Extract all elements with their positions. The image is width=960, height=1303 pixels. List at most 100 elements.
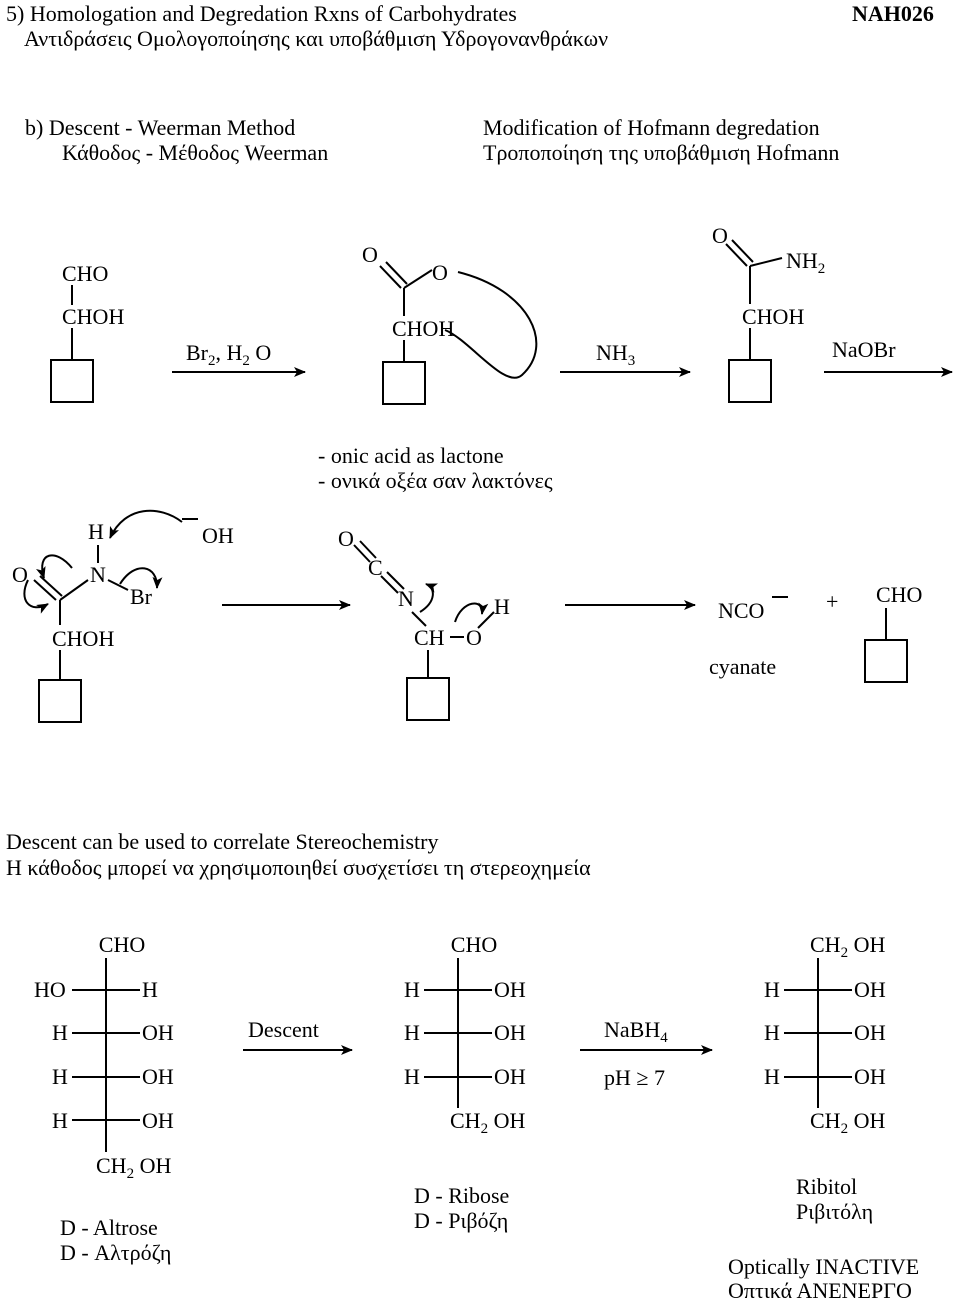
amide-nitrogen: NH2 (786, 248, 826, 278)
ring-box (406, 677, 450, 721)
amide-carbinol: CHOH (742, 304, 805, 329)
ribitol-c2-right: OH (854, 977, 886, 1002)
aldehyde-group: CHO (62, 261, 109, 286)
hydroxyl-oxygen: O (466, 625, 482, 650)
altrose-c5-right: OH (142, 1108, 174, 1133)
isocyanate-carbon: C (368, 555, 383, 580)
cyanate-ion: NCO (718, 598, 765, 623)
bond (411, 611, 427, 627)
ring-box (50, 359, 94, 403)
ring-box (38, 679, 82, 723)
lactone-carbinol: CHOH (392, 316, 455, 341)
carbonyl-oxygen: O (12, 562, 28, 587)
ribitol-name-english: Ribitol (796, 1174, 858, 1199)
stereo-note-greek: Η κάθοδος μπορεί να χρησιμοποιηθεί συσχε… (6, 855, 591, 880)
bond (386, 571, 405, 590)
bond (725, 243, 748, 267)
bond (379, 265, 402, 289)
carbinol-group-2: CHOH (52, 626, 115, 651)
optical-activity-greek: Οπτικά ΑΝΕΝΕΡΓΟ (728, 1278, 912, 1303)
ribose-name-english: D - Ribose (414, 1183, 510, 1208)
bond (33, 579, 57, 601)
ribitol-c2-left: H (764, 977, 780, 1002)
electron-arrow (109, 509, 183, 539)
plus-sign: + (826, 589, 839, 614)
bond (107, 579, 129, 591)
lactone-ring-arc (444, 271, 538, 379)
method-subtitle-english: Modification of Hofmann degredation (483, 115, 820, 140)
electron-arrow (23, 579, 49, 614)
electron-arrow (119, 567, 163, 589)
method-title-english: b) Descent - Weerman Method (25, 115, 296, 140)
bond (359, 540, 377, 559)
isocyanate-oxygen: O (338, 526, 354, 551)
reaction-condition-ph: pH ≥ 7 (604, 1065, 665, 1090)
lactone-carbonyl-oxygen: O (362, 242, 378, 267)
hydroxyl-hydrogen: H (494, 594, 510, 619)
reagent-sodium-borohydride: NaBH4 (604, 1017, 668, 1047)
amide-nitrogen-2: N (90, 562, 106, 587)
caption-greek: - ονικά οξέα σαν λακτόνες (318, 468, 553, 493)
reagent-sodium-hypobromite: NaOBr (832, 337, 896, 362)
isocyanate-nitrogen: N (398, 586, 414, 611)
bond (39, 575, 63, 597)
descent-label: Descent (248, 1017, 319, 1042)
ribose-c2-right: OH (494, 977, 526, 1002)
bond (749, 257, 783, 267)
method-title-greek: Κάθοδος - Μέθοδος Weerman (62, 140, 329, 165)
caption-english: - onic acid as lactone (318, 443, 504, 468)
ribitol-c3-left: H (764, 1020, 780, 1045)
altrose-primary-alcohol: CH2 OH (96, 1153, 172, 1183)
ribose-c2-left: H (404, 977, 420, 1002)
ribitol-name-greek: Ριβιτόλη (796, 1199, 874, 1224)
altrose-c5-left: H (52, 1108, 68, 1133)
bond (353, 544, 371, 563)
ribitol-c3-right: OH (854, 1020, 886, 1045)
ribose-primary-alcohol: CH2 OH (450, 1108, 526, 1138)
ribose-c4-right: OH (494, 1064, 526, 1089)
altrose-c4-right: OH (142, 1064, 174, 1089)
bond (403, 269, 433, 289)
methine-group: CH (414, 625, 445, 650)
ribose-c3-left: H (404, 1020, 420, 1045)
altrose-c2-right: H (142, 977, 158, 1002)
amide-oxygen: O (712, 223, 728, 248)
title-english: 5) Homologation and Degredation Rxns of … (6, 1, 517, 26)
title-greek: Αντιδράσεις Ομολογοποίησης και υποβάθμισ… (24, 26, 609, 51)
ribitol-c4-left: H (764, 1064, 780, 1089)
altrose-c3-right: OH (142, 1020, 174, 1045)
optical-activity-english: Optically INACTIVE (728, 1254, 920, 1279)
ribose-name-greek: D - Ριβόζη (414, 1208, 509, 1233)
stereo-note-english: Descent can be used to correlate Stereoc… (6, 829, 439, 854)
reagent-bromine-water: Br2, H2 O (186, 340, 272, 370)
electron-arrow (35, 554, 73, 579)
ring-box (382, 361, 426, 405)
hydrogen-on-nitrogen: H (88, 519, 104, 544)
electron-arrow (419, 583, 439, 613)
altrose-c3-left: H (52, 1020, 68, 1045)
ribitol-top-primary-alcohol: CH2 OH (810, 932, 886, 962)
electron-arrow (454, 602, 489, 623)
lactone-ring-oxygen: O (432, 260, 448, 285)
bond (477, 611, 495, 629)
ribitol-bottom-primary-alcohol: CH2 OH (810, 1108, 886, 1138)
product-aldehyde: CHO (876, 582, 923, 607)
altrose-name-english: D - Altrose (60, 1215, 158, 1240)
hydroxide-ion: OH (202, 523, 234, 548)
carbinol-group: CHOH (62, 304, 125, 329)
ring-box (864, 639, 908, 683)
cyanate-label: cyanate (709, 654, 777, 679)
bond (385, 261, 408, 285)
altrose-aldehyde: CHO (98, 932, 146, 957)
ribitol-c4-right: OH (854, 1064, 886, 1089)
bond (59, 579, 89, 601)
bond (731, 239, 754, 263)
ribose-aldehyde: CHO (450, 932, 498, 957)
ring-box (728, 359, 772, 403)
bond (380, 575, 399, 594)
method-subtitle-greek: Τροποποίηση της υποβάθμιση Hofmann (483, 140, 840, 165)
reagent-ammonia: NH3 (596, 340, 636, 370)
ribose-c3-right: OH (494, 1020, 526, 1045)
altrose-c4-left: H (52, 1064, 68, 1089)
